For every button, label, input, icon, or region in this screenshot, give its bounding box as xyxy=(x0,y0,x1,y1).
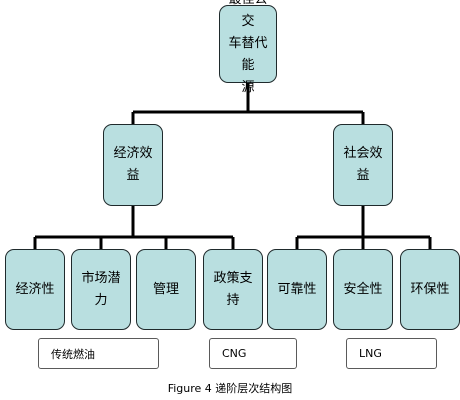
subcriterion-node-economy: 经济性 xyxy=(5,249,65,330)
subcriterion-node-policy-support: 政策支 持 xyxy=(203,249,263,330)
alternative-box-cng: CNG xyxy=(209,338,297,369)
subcriterion-node-market-potential: 市场潜 力 xyxy=(71,249,131,330)
alternative-box-traditional-fuel: 传统燃油 xyxy=(38,338,159,369)
criterion-node-economic: 经济效 益 xyxy=(103,124,163,206)
subcriterion-node-reliability: 可靠性 xyxy=(267,249,327,330)
criterion-node-social: 社会效 益 xyxy=(333,124,393,206)
subcriterion-node-management: 管理 xyxy=(136,249,196,330)
figure-caption: Figure 4 递阶层次结构图 xyxy=(167,382,293,395)
alternative-box-lng: LNG xyxy=(346,338,437,369)
subcriterion-node-environmental: 环保性 xyxy=(400,249,460,330)
subcriterion-node-safety: 安全性 xyxy=(333,249,393,330)
goal-node: 最佳公交 车替代能 源 xyxy=(219,0,277,95)
